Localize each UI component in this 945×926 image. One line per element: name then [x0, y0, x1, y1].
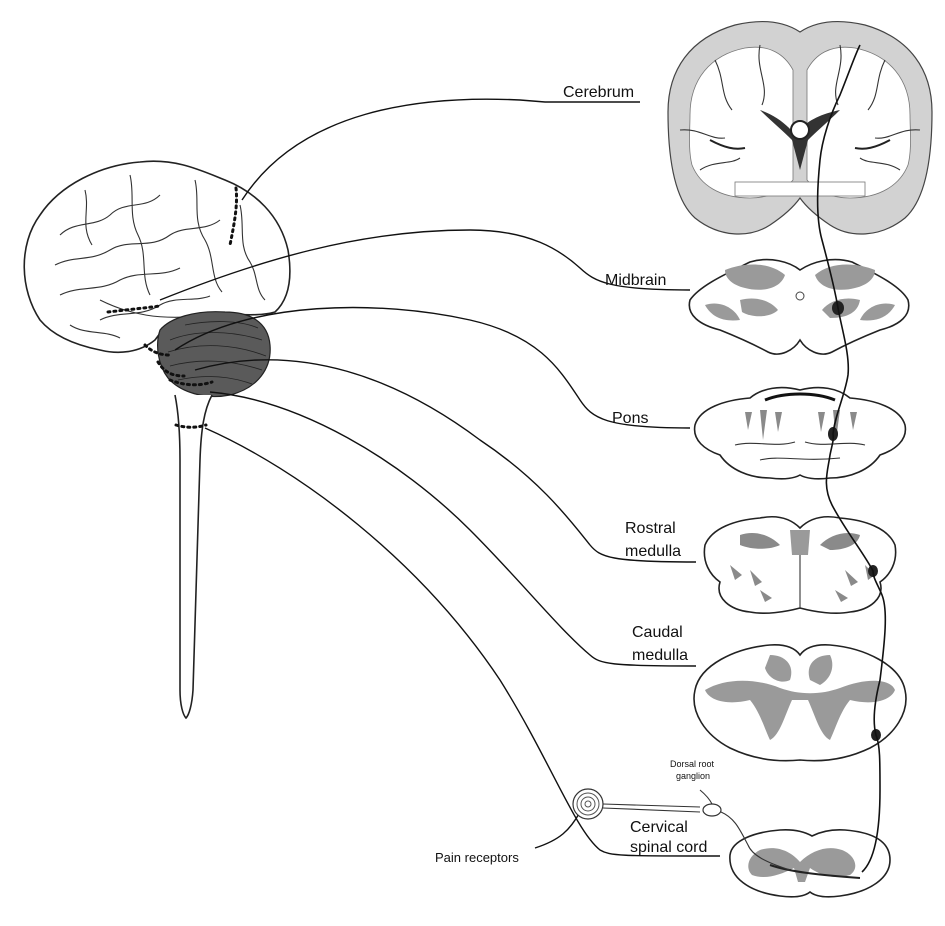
pons-section [693, 386, 907, 480]
label-pain-receptors: Pain receptors [435, 850, 519, 865]
cerebellum [157, 311, 271, 398]
caudal-medulla-section-outline [693, 644, 907, 762]
leader-midbrain [159, 229, 691, 301]
cerebrum-section [667, 20, 933, 235]
pons-section-outline [693, 386, 907, 480]
cervical-level-dots [174, 423, 208, 429]
whole-brain [23, 160, 291, 720]
leader-cerebrum [241, 98, 640, 201]
leader-cervical-spinal-cord [204, 427, 721, 857]
ascending-pain-pathway [816, 44, 887, 873]
rostral-medulla-level-dots [156, 360, 186, 378]
label-pons: Pons [612, 410, 648, 427]
cervical-spinal-cord-section [729, 829, 891, 898]
label-caudal-medulla-2: medulla [632, 647, 688, 664]
leader-caudal-medulla [209, 391, 697, 667]
label-cervical-spinal-cord-2: spinal cord [630, 839, 707, 856]
label-cerebrum: Cerebrum [563, 84, 634, 101]
cerebrum-level-dots [228, 186, 238, 247]
leader-pons [174, 306, 691, 429]
label-dorsal-root-ganglion-1: Dorsal root [670, 759, 715, 769]
midbrain-section [688, 258, 910, 355]
rostral-medulla-section [703, 515, 897, 615]
label-midbrain: Midbrain [605, 272, 666, 289]
label-caudal-medulla-1: Caudal [632, 624, 683, 641]
label-dorsal-root-ganglion-2: ganglion [676, 771, 710, 781]
label-rostral-medulla-2: medulla [625, 543, 681, 560]
midbrain-level-dots [106, 304, 162, 314]
leader-rostral-medulla [194, 359, 697, 563]
label-cervical-spinal-cord-1: Cervical [630, 819, 688, 836]
caudal-medulla-section [693, 644, 907, 762]
leader-lines [159, 98, 721, 857]
pons-level-dots [143, 343, 172, 357]
dorsal-root-ganglion [702, 803, 722, 817]
cerebral-hemisphere [23, 160, 291, 354]
caudal-medulla-level-dots [168, 378, 214, 387]
leader-pain-receptors [534, 811, 581, 849]
labels: Cerebrum Midbrain Pons Rostral medulla C… [435, 84, 715, 865]
pain-receptor-icon [572, 788, 604, 820]
brainstem-spinal-cord [174, 394, 213, 720]
peripheral-afferent [572, 788, 791, 871]
label-rostral-medulla-1: Rostral [625, 520, 676, 537]
